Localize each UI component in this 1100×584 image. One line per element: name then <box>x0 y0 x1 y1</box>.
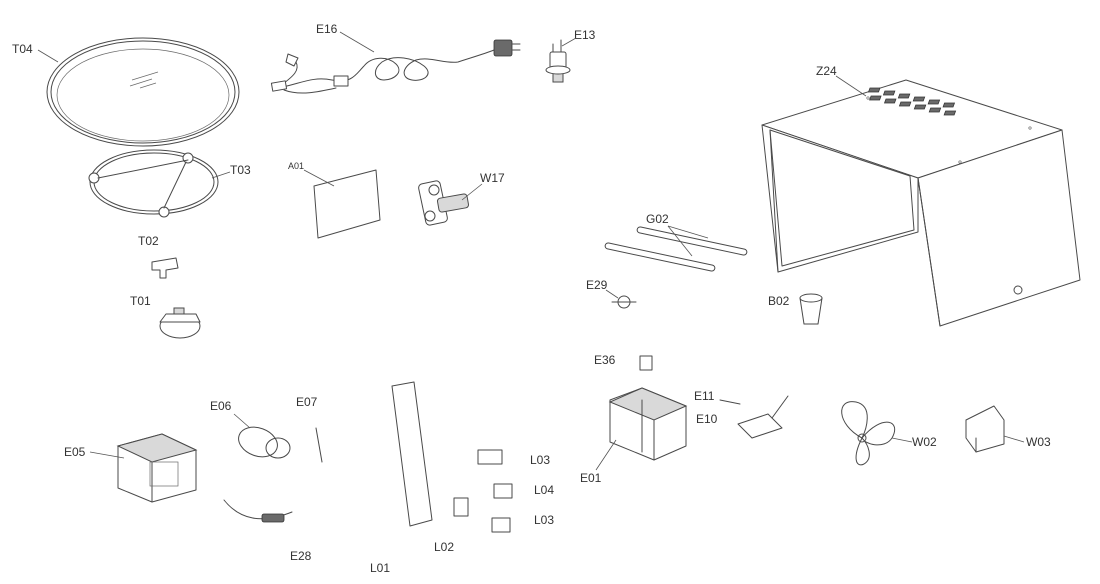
part-turntable-motor <box>159 307 201 339</box>
part-control-board <box>737 395 789 439</box>
leader-W03 <box>1003 435 1025 443</box>
part-magnetron <box>608 387 688 461</box>
part-micro-switch-L03-bottom <box>491 517 511 533</box>
label-T02: T02 <box>138 234 159 248</box>
leader-E13 <box>561 37 577 47</box>
label-E01: E01 <box>580 471 602 485</box>
part-mica-plate <box>313 169 381 239</box>
leader-T03 <box>211 171 231 179</box>
leader-G02-b <box>667 225 709 239</box>
part-micro-switch-L03-top <box>477 449 503 465</box>
part-turntable-coupler <box>151 257 179 279</box>
label-E29: E29 <box>586 278 608 292</box>
label-E11: E11 <box>694 389 715 403</box>
leader-W17 <box>461 183 483 201</box>
part-capacitor <box>238 426 291 459</box>
leader-E29 <box>605 289 619 299</box>
part-heating-tubes <box>604 226 748 272</box>
label-G02: G02 <box>646 212 669 226</box>
part-thermostat <box>611 295 637 309</box>
label-T04: T04 <box>12 42 33 56</box>
label-E28: E28 <box>290 549 312 563</box>
label-T03: T03 <box>230 163 251 177</box>
label-E36: E36 <box>594 353 616 367</box>
part-diode <box>315 427 323 463</box>
leader-E06 <box>233 413 251 429</box>
part-outer-cabinet <box>761 79 1081 327</box>
label-E07: E07 <box>296 395 318 409</box>
label-E10: E10 <box>696 412 718 426</box>
part-latch-switch <box>453 497 469 517</box>
label-W17: W17 <box>480 171 505 185</box>
part-door-hinge <box>418 180 470 226</box>
label-A01: A01 <box>288 161 304 171</box>
leader-E01 <box>595 439 617 471</box>
part-cup-bearing <box>799 293 823 325</box>
part-transformer <box>116 433 198 503</box>
leader-W02 <box>891 437 913 443</box>
leader-T04 <box>37 49 59 63</box>
label-E13: E13 <box>574 28 596 42</box>
label-L01: L01 <box>370 561 390 575</box>
part-roller-ring <box>88 149 219 218</box>
part-power-cord <box>270 39 521 94</box>
part-fan-motor <box>965 405 1005 453</box>
part-turntable-glass-tray <box>46 37 240 147</box>
label-Z24: Z24 <box>816 64 837 78</box>
label-L03-bottom: L03 <box>534 513 554 527</box>
label-T01: T01 <box>130 294 151 308</box>
leader-G02-a <box>667 225 693 257</box>
label-L02: L02 <box>434 540 454 554</box>
label-L03-top: L03 <box>530 453 550 467</box>
part-fuse-holder <box>223 499 293 523</box>
label-W02: W02 <box>912 435 937 449</box>
part-fuse-connector <box>545 39 571 83</box>
leader-E05 <box>89 451 125 459</box>
cabinet-vent-slots <box>867 87 957 116</box>
label-B02: B02 <box>768 294 790 308</box>
leader-Z24 <box>835 75 867 97</box>
part-latch-board <box>391 381 433 527</box>
label-E06: E06 <box>210 399 232 413</box>
part-small-switch <box>639 355 653 371</box>
label-E16: E16 <box>316 22 338 36</box>
label-W03: W03 <box>1026 435 1051 449</box>
part-micro-switch-L04 <box>493 483 513 499</box>
label-L04: L04 <box>534 483 554 497</box>
part-fan-blade <box>841 401 896 466</box>
leader-E16 <box>339 31 375 53</box>
part-sensor-wire <box>719 399 741 405</box>
leader-A01 <box>303 169 335 187</box>
label-E05: E05 <box>64 445 86 459</box>
